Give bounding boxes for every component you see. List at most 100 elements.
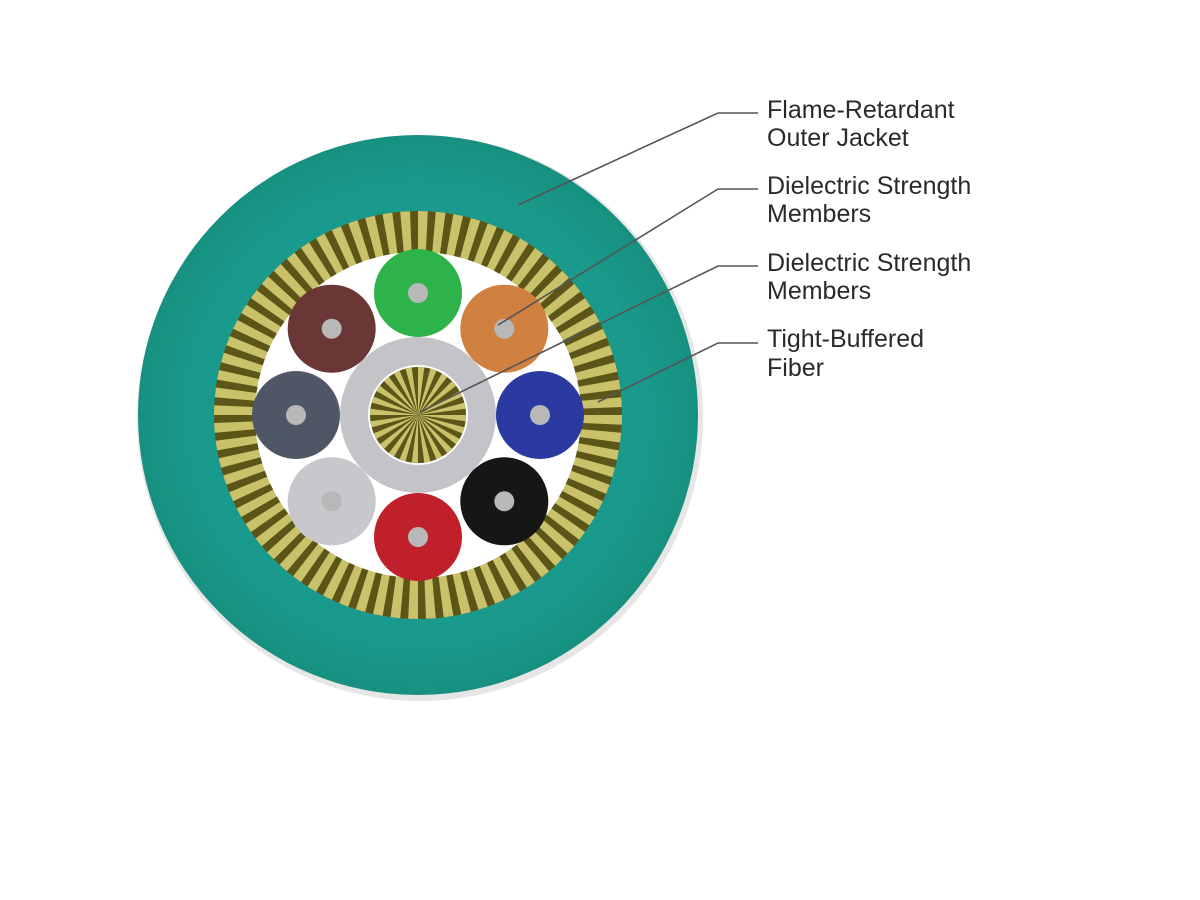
central-member-wedge (399, 415, 418, 462)
fiber-orange (460, 284, 549, 373)
label-strength-2-line2: Members (767, 277, 871, 305)
yarn-strand (535, 517, 575, 554)
yarn-strand (438, 572, 454, 618)
yarn-strand (577, 397, 622, 409)
yarn-strand (514, 537, 550, 578)
central-member-wedge (371, 396, 418, 415)
leader-line-fiber (597, 342, 758, 403)
label-strength-1-line2: Members (767, 200, 871, 228)
yarn-strand (478, 560, 505, 604)
yarn-strand (221, 352, 266, 374)
tight-buffered-fibers (252, 249, 584, 581)
label-jacket-line1: Flame-Retardant (767, 96, 955, 124)
yarn-strand (503, 546, 535, 588)
yarn-strand (223, 462, 268, 485)
yarn-strand (465, 565, 488, 610)
central-member-wedge (418, 402, 466, 415)
yarn-strand (408, 574, 418, 619)
fiber-slate (252, 371, 340, 459)
central-member-wedge (418, 373, 448, 415)
label-strength-2-line1: Dielectric Strength (767, 249, 971, 277)
yarn-strand (382, 212, 398, 258)
yarn-strand (229, 475, 273, 502)
yarn-strand (572, 362, 618, 382)
yarn-strand (472, 223, 497, 268)
central-member-wedge (370, 408, 418, 415)
yarn-strand (355, 567, 377, 612)
fiber-red (374, 493, 462, 581)
yarn-strand (575, 379, 621, 395)
fiber-core-black (494, 491, 515, 512)
yarn-strand (214, 421, 259, 433)
label-fiber-line2: Fiber (767, 354, 824, 382)
central-member-wedge (370, 415, 418, 428)
central-member-wedge (418, 415, 466, 422)
yarn-strand (451, 569, 471, 615)
central-member-wedge (394, 370, 418, 415)
yarn-strand (323, 556, 351, 600)
central-member-wedge (418, 415, 442, 460)
yarn-strand (565, 469, 610, 494)
yarn-strand (520, 258, 557, 298)
fiber-core-green (408, 283, 428, 303)
yarn-strand (559, 482, 603, 510)
yarn-strand (459, 218, 481, 263)
central-member-wedge (418, 415, 465, 434)
fiber-core-slate (286, 405, 306, 425)
label-strength-1-line1: Dielectric Strength (767, 172, 971, 200)
callout-labels: Flame-Retardant Outer Jacket Dielectric … (767, 96, 971, 382)
central-member-wedge (418, 415, 452, 454)
yarn-strand (261, 276, 301, 313)
yarn-strand (293, 541, 327, 583)
yarn-strand (568, 345, 613, 368)
yarn-strand (576, 428, 622, 443)
yarn-strand (390, 573, 405, 619)
central-member-wedge (379, 415, 418, 449)
yarn-strand (491, 553, 520, 597)
central-member-wedge (418, 415, 431, 463)
yarn-strand (241, 304, 284, 335)
yarn-strand (525, 528, 563, 566)
fiber-core-brown (321, 318, 342, 339)
yarn-strand (418, 211, 428, 256)
central-member-wedge (384, 376, 418, 415)
yarn-strand (214, 405, 259, 415)
yarn-strand (373, 571, 391, 616)
yarn-strand (250, 290, 292, 324)
central-member-wedge (376, 385, 418, 415)
yarn-strand (544, 506, 586, 540)
yarn-strand (279, 532, 316, 572)
yarn-strand (217, 370, 262, 388)
leader-line-jacket (517, 112, 758, 206)
yarn-strand (286, 252, 322, 293)
leader-line-strength-2 (419, 265, 758, 413)
leader-line-strength-1 (497, 188, 758, 326)
leader-lines (419, 112, 758, 413)
yarn-strand (563, 328, 607, 355)
central-member-wedge (373, 415, 418, 439)
fiber-core-white (321, 491, 342, 512)
yarn-strand (570, 456, 615, 478)
fiber-green (374, 249, 462, 337)
yarn-strand (233, 320, 277, 348)
yarn-strand (339, 562, 364, 607)
yarn-strand (574, 442, 619, 460)
fiber-blue (496, 371, 584, 459)
yarn-strand (509, 247, 543, 289)
fiber-core-blue (530, 405, 550, 425)
yarn-strand (498, 238, 529, 281)
yarn-strand (236, 488, 280, 517)
yarn-strand (301, 242, 333, 284)
yarn-strand (255, 511, 296, 547)
central-member-wedge (418, 368, 437, 415)
central-member-wedge (405, 367, 418, 415)
yarn-strand (485, 230, 513, 274)
yarn-strand (226, 336, 271, 361)
central-member-wedge (418, 381, 457, 415)
yarn-strand (215, 435, 261, 451)
yarn-strand (214, 387, 260, 402)
central-member-wedge (418, 367, 425, 415)
yarn-strand (348, 220, 371, 265)
